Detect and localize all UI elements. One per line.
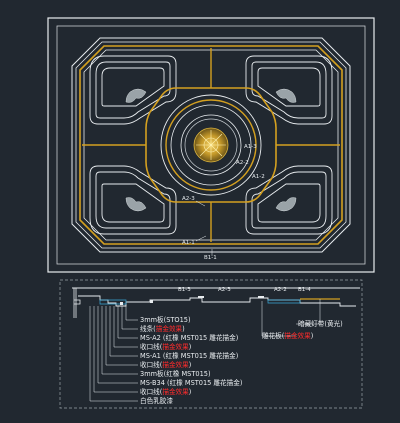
panel-top-right-core bbox=[257, 67, 321, 107]
callout-8: MS-B34 (红橡 MST015 雕花描金) bbox=[140, 378, 242, 387]
ornament-bottom-right bbox=[275, 197, 297, 212]
section-label-b1-3: B1-3 bbox=[178, 287, 191, 293]
section-profile bbox=[78, 295, 356, 307]
panel-top-left-core bbox=[101, 67, 165, 107]
gold-center-frame bbox=[145, 87, 277, 203]
callout-5: MS-A1 (红橡 MST015 雕花描金) bbox=[140, 351, 238, 360]
panel-bottom-left-inner bbox=[95, 171, 171, 229]
panel-bottom-right-outer bbox=[245, 165, 333, 235]
panel-top-left-inner bbox=[95, 61, 171, 119]
callout-10: 白色乳胶漆 bbox=[140, 396, 173, 405]
label-a1-3: A1-3 bbox=[244, 144, 257, 150]
corner-ornaments bbox=[125, 88, 297, 212]
ornament-bottom-left bbox=[125, 197, 147, 212]
panel-top-left-outer bbox=[89, 55, 177, 125]
panel-bottom-left-outer bbox=[89, 165, 177, 235]
callout-carved-panel: 雕花板(描金效果) bbox=[262, 331, 313, 340]
callout-2: 线条(描金效果) bbox=[140, 324, 185, 333]
callout-9: 收口线(描金效果) bbox=[140, 387, 191, 396]
center-ring-gold bbox=[165, 99, 257, 191]
plan-outer-border bbox=[47, 17, 375, 273]
callout-3: MS-A2 (红橡 MST015 雕花描金) bbox=[140, 333, 238, 342]
label-a2-3: A2-3 bbox=[182, 196, 195, 202]
ornament-top-right bbox=[275, 88, 297, 103]
section-frame bbox=[59, 279, 363, 409]
label-a1-1: A1-1 bbox=[182, 240, 195, 246]
callout-light-strip: 暗藏灯带(黄光) bbox=[298, 319, 343, 328]
label-a1-2: A1-2 bbox=[252, 174, 265, 180]
leader-lines-left bbox=[89, 306, 138, 402]
callout-7: 3mm板(红橡 MST015) bbox=[140, 369, 211, 378]
outer-octagon-2 bbox=[75, 41, 347, 249]
section-label-a2-2: A2-2 bbox=[274, 287, 287, 293]
callout-6: 收口线(描金效果) bbox=[140, 360, 191, 369]
center-ring-4 bbox=[184, 118, 238, 172]
center-ring-2 bbox=[170, 104, 252, 186]
quadrant-panels bbox=[89, 55, 333, 235]
panel-bottom-right-core bbox=[257, 183, 321, 223]
inner-octagon bbox=[83, 49, 339, 241]
leader-lines-right bbox=[261, 299, 321, 337]
label-a2-2: A2-2 bbox=[236, 160, 249, 166]
section-label-b1-4: B1-4 bbox=[298, 287, 311, 293]
ceiling-section: B1-3 A2-3 A2-2 B1-4 3mm板(STO15) bbox=[59, 279, 363, 409]
panel-top-right-inner bbox=[251, 61, 327, 119]
panel-bottom-left-core bbox=[101, 183, 165, 223]
center-ring-outer bbox=[160, 94, 262, 196]
rosette-petals bbox=[196, 130, 226, 160]
gold-cross-arms bbox=[82, 48, 340, 242]
panel-top-right-outer bbox=[245, 55, 333, 125]
panel-bottom-right-inner bbox=[251, 171, 327, 229]
callout-1: 3mm板(STO15) bbox=[140, 315, 191, 324]
label-b1-1: B1-1 bbox=[204, 255, 217, 261]
section-label-a2-3: A2-3 bbox=[218, 287, 231, 293]
plan-inner-border bbox=[56, 25, 366, 265]
outer-octagon-1 bbox=[71, 37, 351, 253]
ceiling-plan: A1-3 A2-2 A1-2 A1-1 A2-3 B1-1 bbox=[47, 17, 375, 273]
ornament-top-left bbox=[125, 88, 147, 103]
center-ring-3 bbox=[180, 114, 242, 176]
gold-octagon bbox=[79, 45, 343, 245]
callout-4: 收口线(描金效果) bbox=[140, 342, 191, 351]
